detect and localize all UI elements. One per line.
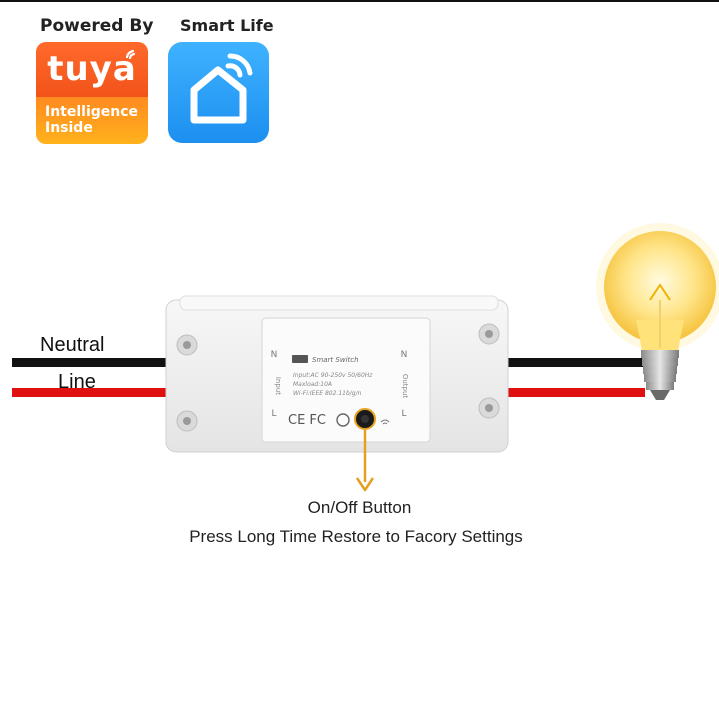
smart-life-label: Smart Life bbox=[180, 16, 274, 35]
button-caption: On/Off Button bbox=[307, 498, 412, 517]
light-bulb-icon bbox=[596, 223, 719, 400]
line-wire-right bbox=[505, 388, 645, 397]
neutral-label: Neutral bbox=[40, 334, 105, 356]
terminal-n-left: N bbox=[271, 350, 278, 360]
rohs-icon bbox=[336, 413, 350, 427]
smart-switch-device: N L N L Input Output Smart Switch Input:… bbox=[165, 295, 509, 453]
terminal-l-left: L bbox=[271, 409, 276, 419]
cert-marks: CE FC bbox=[288, 413, 326, 428]
neutral-wire-left bbox=[12, 358, 172, 367]
device-title: Smart Switch bbox=[312, 356, 359, 364]
wiring-diagram: N L N L Input Output Smart Switch Input:… bbox=[12, 223, 719, 492]
input-label: Input bbox=[274, 377, 282, 395]
smart-life-app-icon bbox=[168, 42, 269, 143]
spec-line: Maxload:10A bbox=[293, 381, 332, 388]
output-label: Output bbox=[401, 374, 409, 399]
line-label: Line bbox=[58, 371, 96, 393]
spec-line: Input:AC 90-250v 50/60Hz bbox=[293, 372, 373, 379]
tuya-tagline: Intelligence Inside bbox=[36, 97, 148, 144]
reset-instruction: Press Long Time Restore to Facory Settin… bbox=[189, 527, 523, 546]
wifi-icon bbox=[125, 49, 136, 60]
terminal-n-right: N bbox=[401, 350, 408, 360]
home-icon bbox=[190, 53, 253, 124]
line-wire-left bbox=[12, 388, 172, 397]
terminal-l-right: L bbox=[401, 409, 406, 419]
wifi-indicator-icon bbox=[380, 419, 390, 425]
spec-line: Wi-Fi:IEEE 802.11b/g/n bbox=[293, 390, 362, 397]
top-border bbox=[0, 0, 719, 2]
pointer-arrow-icon bbox=[355, 477, 375, 492]
tuya-logo: tuya Intelligence Inside bbox=[36, 42, 148, 144]
powered-by-label: Powered By bbox=[40, 16, 154, 36]
tuya-wordmark: tuya bbox=[36, 42, 148, 97]
neutral-wire-right bbox=[505, 358, 645, 367]
